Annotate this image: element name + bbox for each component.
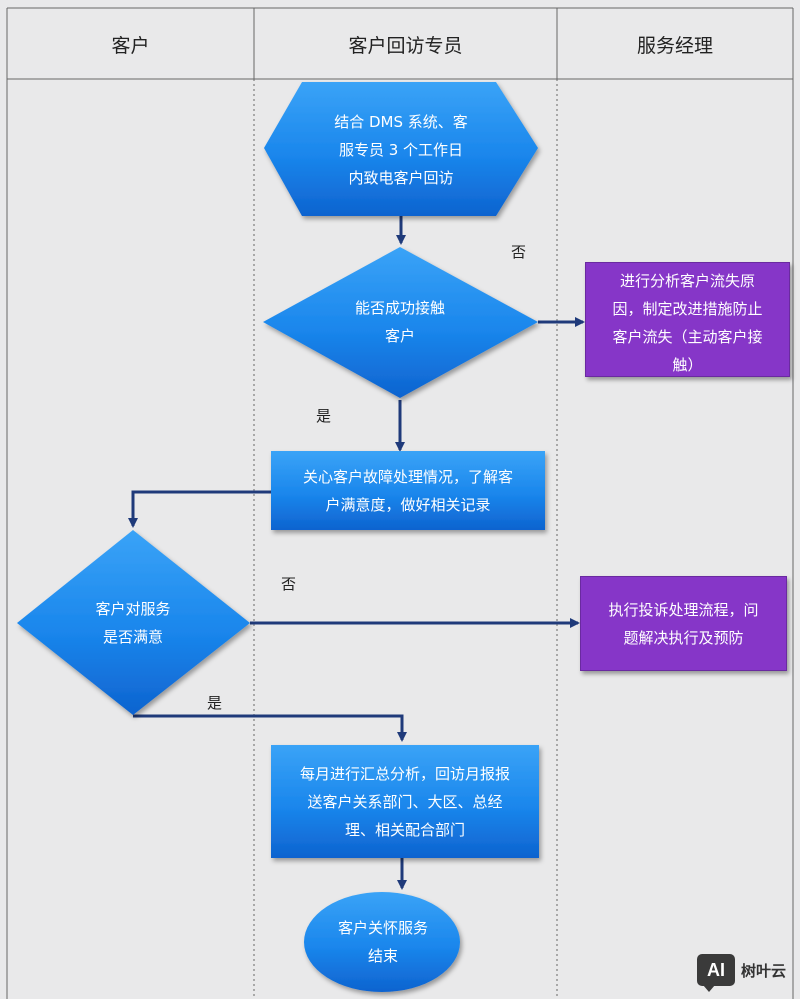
column-header-callback-specialist: 客户回访专员 bbox=[348, 34, 463, 57]
satisfied-decision-text: 客户对服务 是否满意 bbox=[95, 600, 171, 646]
start-hexagon bbox=[264, 82, 538, 216]
edge-label-satisfied-no: 否 bbox=[281, 575, 297, 593]
summary-process-box bbox=[271, 745, 539, 858]
watermark-text: 树叶云 bbox=[741, 961, 787, 980]
connectors bbox=[128, 216, 585, 890]
ai-logo-icon: AI bbox=[697, 954, 735, 992]
edge-label-contact-no: 否 bbox=[511, 243, 527, 261]
swimlane-grid bbox=[6, 7, 794, 999]
care-process-box bbox=[271, 451, 545, 530]
care-node-text: 关心客户故障处理情况，了解客 户满意度，做好相关记录 bbox=[302, 467, 513, 514]
contact-decision-diamond bbox=[263, 247, 538, 398]
satisfied-decision-diamond bbox=[17, 530, 250, 715]
nodes bbox=[17, 82, 545, 992]
complaint-process-box: 执行投诉处理流程，问 题解决执行及预防 bbox=[580, 576, 787, 671]
churn-analysis-box: 进行分析客户流失原 因，制定改进措施防止 客户流失（主动客户接 触） bbox=[585, 262, 790, 377]
column-header-customer: 客户 bbox=[111, 34, 150, 57]
watermark-logo: AI 树叶云 bbox=[697, 952, 793, 992]
arrow-care-to-satisfied bbox=[128, 490, 271, 528]
column-header-service-manager: 服务经理 bbox=[636, 34, 713, 57]
start-node-text: 结合 DMS 系统、客 服专员 3 个工作日 内致电客户回访 bbox=[334, 113, 468, 187]
end-ellipse bbox=[304, 892, 460, 992]
edge-label-contact-yes: 是 bbox=[316, 407, 332, 425]
end-node-text: 客户关怀服务 结束 bbox=[337, 919, 428, 965]
summary-node-text: 每月进行汇总分析，回访月报报 送客户关系部门、大区、总经 理、相关配合部门 bbox=[299, 764, 510, 839]
edge-label-satisfied-yes: 是 bbox=[207, 694, 223, 712]
contact-decision-text: 能否成功接触 客户 bbox=[354, 299, 445, 345]
arrow-satisfied-yes bbox=[133, 714, 407, 742]
